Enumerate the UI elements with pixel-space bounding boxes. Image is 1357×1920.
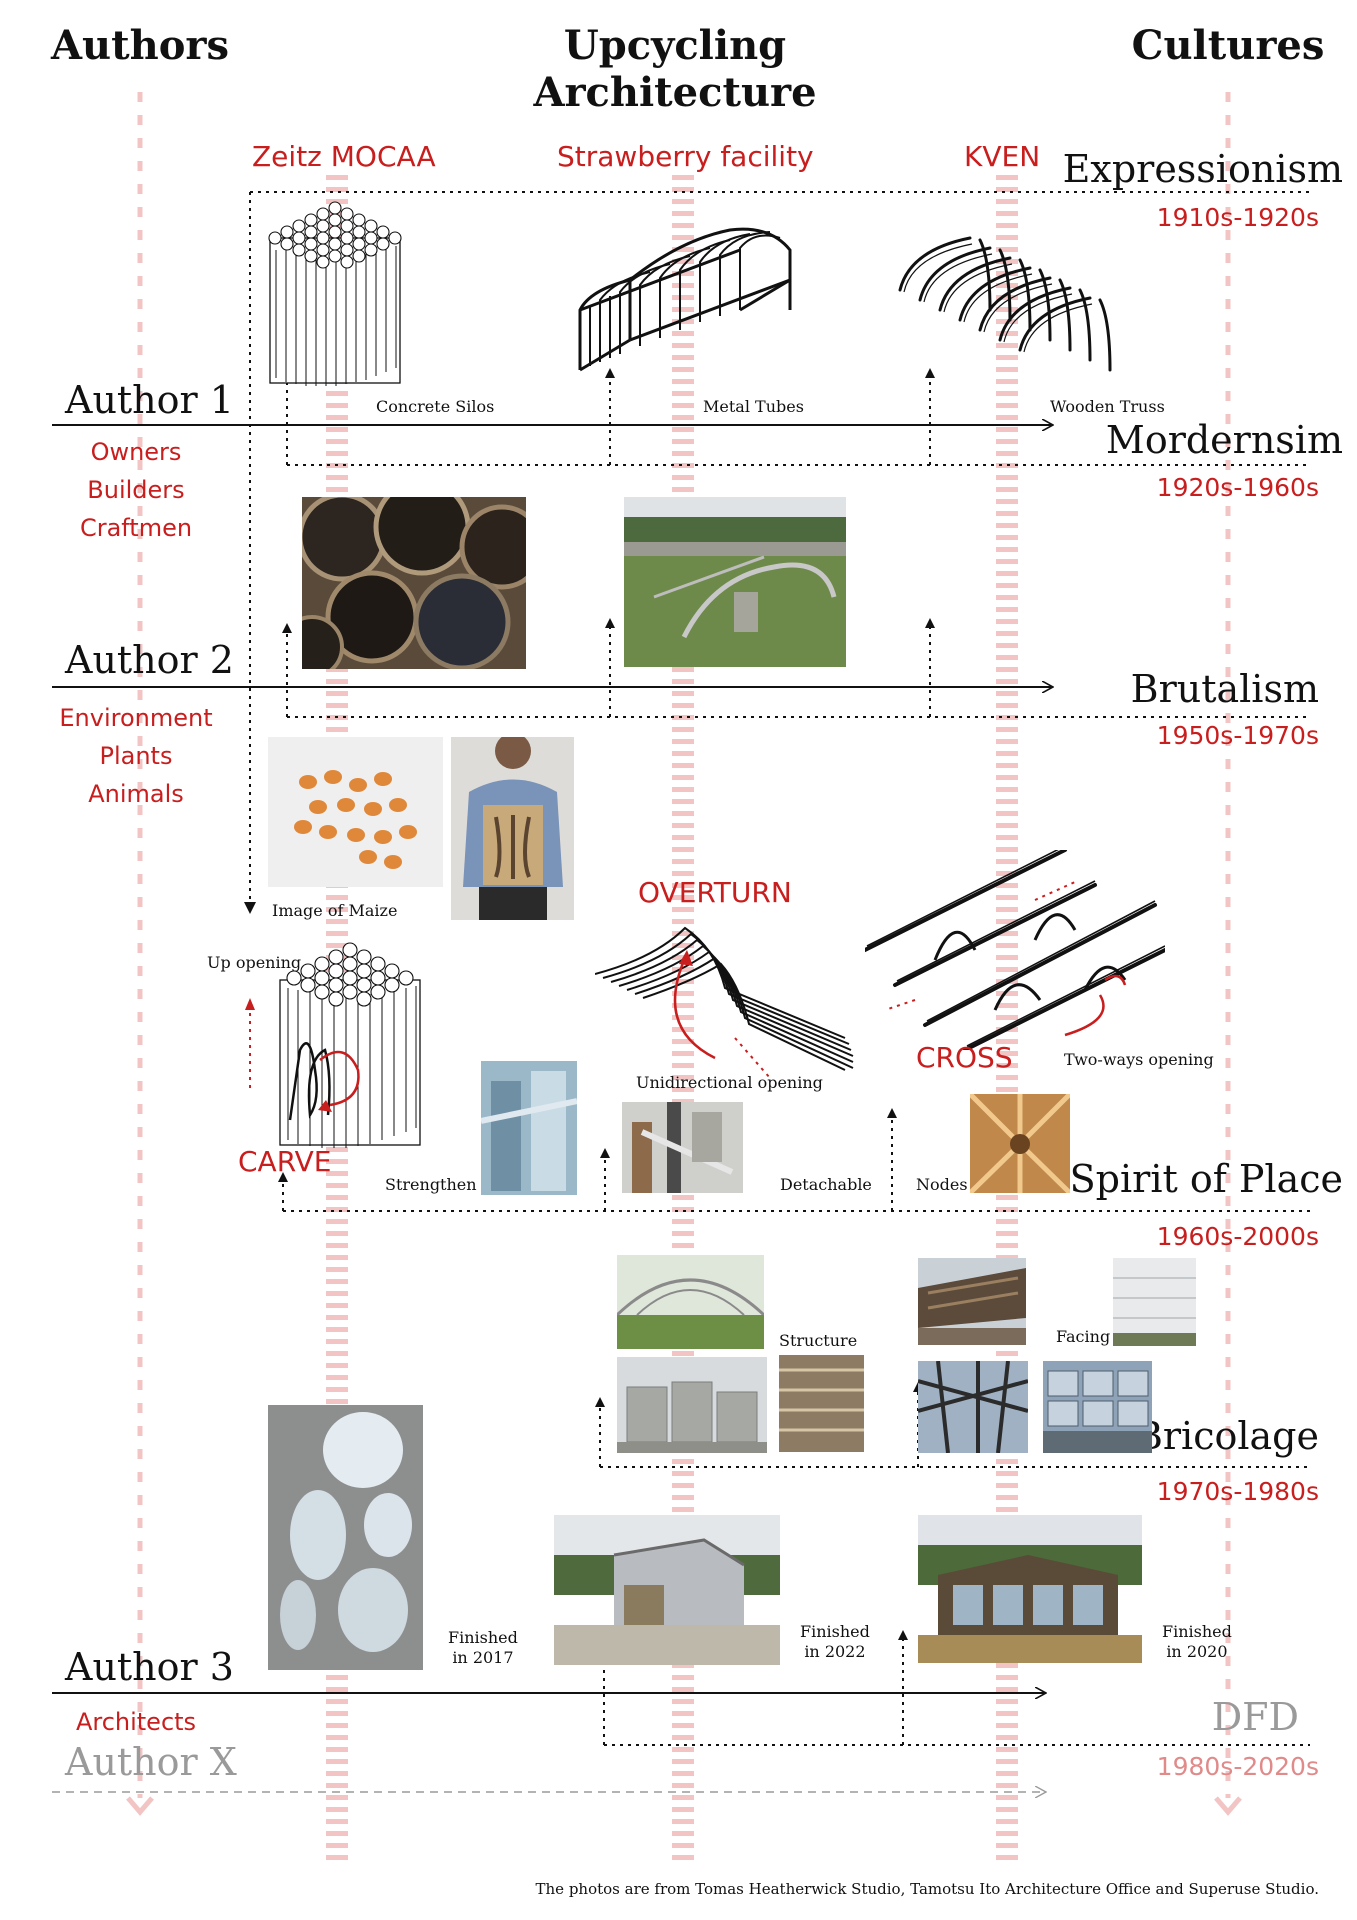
photo-metal-tube-field [624,497,846,667]
period-modernism: 1920s-1960s [1156,473,1319,502]
down-arrow-tip [244,902,256,914]
boundary-dfd [603,1640,1310,1746]
caption-unidirectional-opening: Unidirectional opening [636,1073,823,1092]
photo-greenhouse [617,1255,764,1349]
carve-silos-drawing [279,942,421,1148]
period-bricolage: 1970s-1980s [1156,1477,1319,1506]
photo-strawberry-finished [554,1515,780,1665]
role-plants: Plants [99,742,173,770]
caption-facing: Facing [1056,1327,1111,1346]
photo-strengthen [481,1061,577,1195]
role-builders: Builders [87,476,185,504]
photo-facade-panels [1043,1361,1152,1453]
caption-finished-2017: Finished in 2017 [448,1628,518,1667]
style-spirit-of-place: Spirit of Place [1069,1157,1343,1201]
boundary-bricolage [599,1392,1310,1468]
photo-wood-stack [779,1355,864,1452]
concrete-silos-drawing [268,201,402,386]
photo-detachable [622,1102,743,1193]
photo-concrete-blocks [617,1357,767,1453]
caption-wooden-truss: Wooden Truss [1050,397,1165,416]
cross-truss-drawing [865,850,1165,1050]
photo-nodes [970,1094,1070,1193]
photo-roof-demolition [918,1258,1026,1345]
wooden-truss-drawing [898,236,1112,372]
style-modernism: Mordernsim [1105,418,1343,462]
caption-detachable: Detachable [780,1175,872,1194]
author-2-label: Author 2 [65,638,234,682]
style-dfd: DFD [1211,1695,1299,1739]
up-opening-arrow [245,998,255,1088]
column-guide-authors [126,92,154,1816]
caption-concrete-silos: Concrete Silos [376,397,495,416]
photo-zeitz-finished [268,1405,423,1670]
project-kven: KVEN [964,140,1041,173]
metal-tubes-drawing [578,227,792,372]
caption-up-opening: Up opening [207,953,302,972]
overturn-tubes-drawing [595,926,854,1078]
caption-strengthen: Strengthen [385,1175,477,1194]
boundary-modernism [286,378,1310,466]
author-x-label: Author X [65,1740,237,1784]
photo-maize [268,737,443,887]
author-1-roles: Owners Builders Craftmen [36,433,236,547]
caption-finished-2020: Finished in 2020 [1162,1622,1232,1661]
period-brutalism: 1950s-1970s [1156,721,1319,750]
role-environment: Environment [59,704,213,732]
column-guide-cultures [1214,92,1242,1816]
role-architects: Architects [75,1708,197,1736]
column-header-cultures: Cultures [1131,22,1325,69]
author-2-roles: Environment Plants Animals [36,699,236,813]
period-dfd: 1980s-2020s [1156,1752,1319,1781]
method-cross: CROSS [916,1041,1013,1074]
project-strawberry-facility: Strawberry facility [557,140,814,173]
period-spirit-of-place: 1960s-2000s [1156,1222,1319,1251]
boundary-spirit-of-place [282,1118,1310,1212]
caption-finished-2022: Finished in 2022 [800,1622,870,1661]
style-expressionism: Expressionism [1062,147,1343,191]
caption-metal-tubes: Metal Tubes [703,397,804,416]
caption-structure: Structure [779,1331,858,1350]
column-header-authors: Authors [51,22,229,69]
author-1-label: Author 1 [65,378,234,422]
style-brutalism: Brutalism [1130,667,1319,711]
column-header-upcycling-architecture: Upcycling Architecture [533,22,817,116]
photo-panels-stack [1113,1258,1196,1346]
photo-model-held [451,737,574,920]
caption-two-ways-opening: Two-ways opening [1064,1050,1214,1069]
style-bricolage: Bricolage [1134,1414,1319,1458]
boundary-brutalism [286,628,1310,718]
author-3-roles: Architects [36,1703,236,1741]
boundary-expressionism [249,191,1310,905]
footnote-photo-credits: The photos are from Tomas Heatherwick St… [535,1880,1319,1898]
method-overturn: OVERTURN [638,876,792,909]
project-zeitz-mocaa: Zeitz MOCAA [252,140,436,173]
role-animals: Animals [88,780,184,808]
caption-image-of-maize: Image of Maize [272,901,398,920]
photo-kven-finished [918,1515,1142,1663]
method-carve: CARVE [238,1145,332,1178]
author-3-label: Author 3 [65,1645,234,1689]
period-expressionism: 1910s-1920s [1156,203,1319,232]
photo-silo-tubes [302,497,526,669]
role-owners: Owners [90,438,182,466]
photo-steel-structure [918,1361,1028,1453]
caption-nodes: Nodes [916,1175,968,1194]
role-craftmen: Craftmen [79,514,193,542]
